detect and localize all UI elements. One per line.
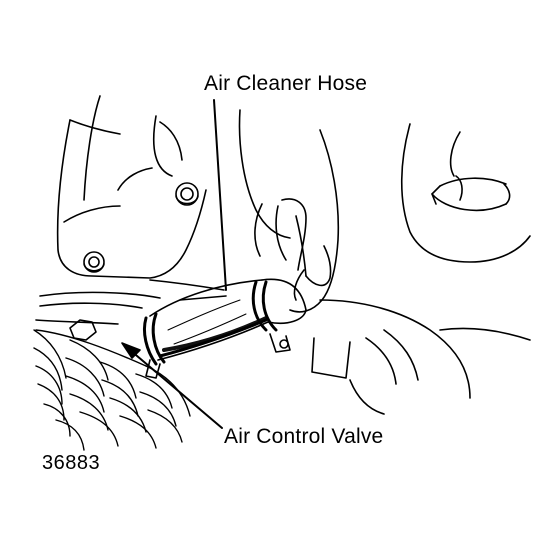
figure-number: 36883	[42, 452, 101, 474]
technician-hand	[240, 110, 339, 312]
engine-block	[36, 96, 226, 324]
right-housing	[312, 124, 530, 414]
leader-line-air-cleaner-hose	[214, 100, 226, 290]
mounting-bolt-upper	[176, 183, 198, 205]
air-control-valve-label: Air Control Valve	[224, 425, 384, 448]
air-cleaner-hose-label: Air Cleaner Hose	[204, 72, 368, 95]
air-cleaner-hose	[150, 279, 306, 360]
leader-arrow-air-control-valve	[121, 342, 222, 428]
hose-clamp-left	[144, 314, 164, 378]
corrugated-duct	[34, 330, 190, 450]
mounting-bolt-lower	[84, 252, 104, 272]
hose-clamp-right	[253, 282, 290, 352]
